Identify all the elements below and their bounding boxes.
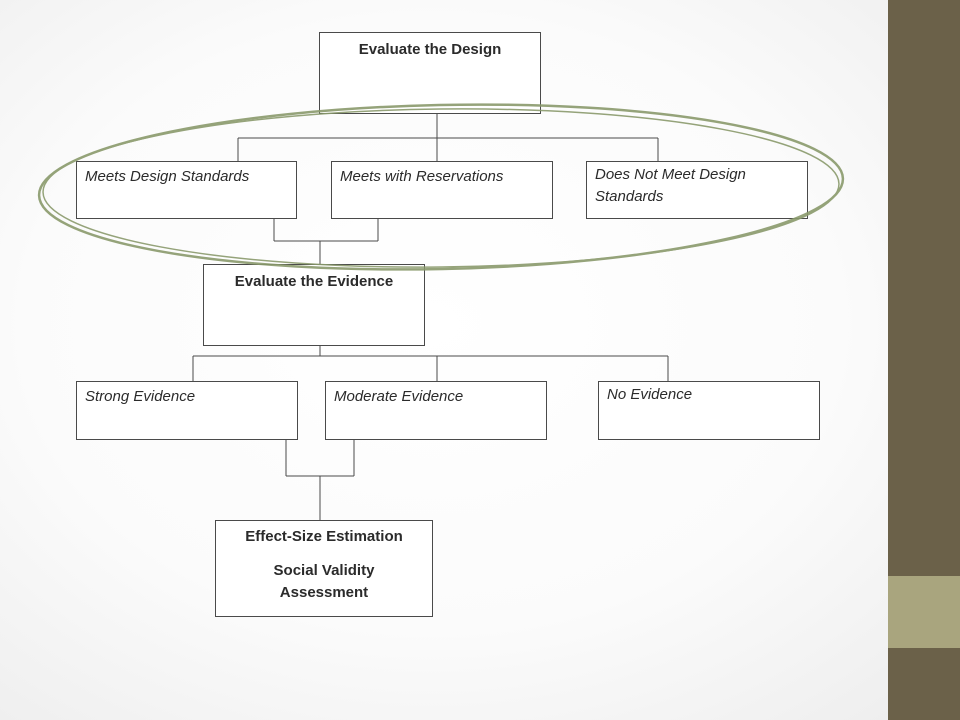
social-validity-label: Social Validity xyxy=(273,562,375,579)
highlight-ellipse-stroke xyxy=(37,103,845,271)
meets-design-standards-label: Meets Design Standards xyxy=(85,168,250,185)
effect-size-box: Effect-Size Estimation Social Validity A… xyxy=(215,520,433,617)
highlight-ellipse-stroke-inner xyxy=(42,108,840,268)
no-evidence-label: No Evidence xyxy=(607,386,693,403)
no-evidence-box: No Evidence xyxy=(598,381,820,440)
strong-evidence-box: Strong Evidence xyxy=(76,381,298,440)
evaluate-evidence-box: Evaluate the Evidence xyxy=(203,264,425,346)
evaluate-evidence-label: Evaluate the Evidence xyxy=(234,273,394,290)
evaluate-design-box: Evaluate the Design xyxy=(319,32,541,114)
assessment-label: Assessment xyxy=(279,584,369,601)
moderate-evidence-label: Moderate Evidence xyxy=(334,388,464,405)
meets-with-reservations-label: Meets with Reservations xyxy=(340,168,504,185)
strong-evidence-label: Strong Evidence xyxy=(85,388,196,405)
evaluate-design-label: Evaluate the Design xyxy=(358,41,502,58)
meets-with-reservations-box: Meets with Reservations xyxy=(331,161,553,219)
does-not-meet-design-standards-label: Does Not Meet Design Standards xyxy=(595,166,746,205)
does-not-meet-design-standards-box: Does Not Meet Design Standards xyxy=(586,161,808,219)
effect-size-label: Effect-Size Estimation xyxy=(245,528,403,545)
slide-sidebar-accent xyxy=(888,576,960,648)
moderate-evidence-box: Moderate Evidence xyxy=(325,381,547,440)
meets-design-standards-box: Meets Design Standards xyxy=(76,161,297,219)
